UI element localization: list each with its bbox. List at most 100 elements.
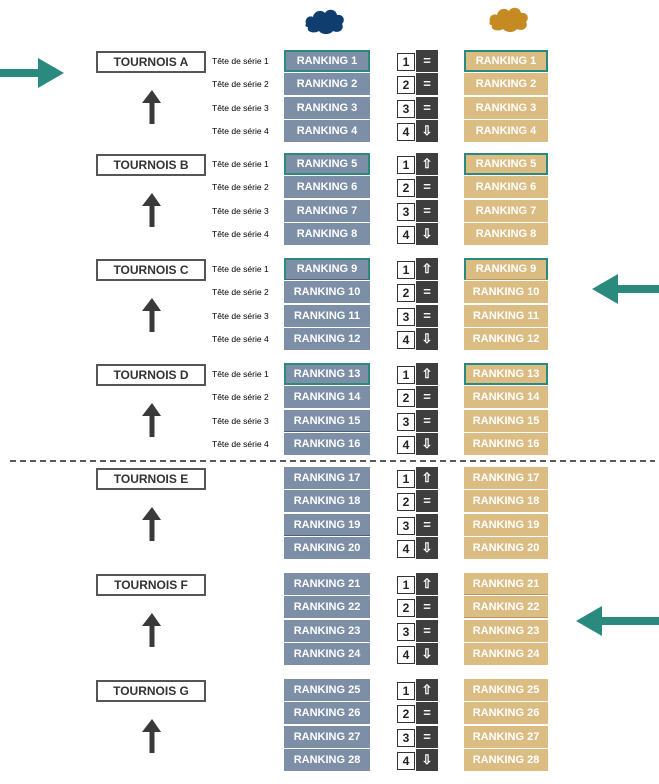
tournament-name-box: TOURNOIS B — [96, 154, 206, 176]
movement-indicator: ⇩ — [416, 536, 438, 559]
blue-ranking-cell: RANKING 7 — [284, 199, 370, 222]
position-number: 4 — [397, 435, 415, 454]
gold-ranking-cell: RANKING 11 — [464, 304, 548, 327]
position-number: 2 — [397, 76, 415, 95]
position-number: 2 — [397, 493, 415, 512]
movement-indicator: = — [416, 50, 438, 72]
movement-indicator: ⇩ — [416, 432, 438, 455]
up-arrow-icon — [142, 403, 161, 437]
seed-label: Tête de série 2 — [212, 392, 269, 403]
movement-indicator: = — [416, 702, 438, 725]
movement-indicator: ⇧ — [416, 258, 438, 280]
seed-label: Tête de série 2 — [212, 182, 269, 193]
blue-ranking-cell: RANKING 26 — [284, 702, 370, 725]
movement-indicator: ⇩ — [416, 222, 438, 245]
gold-ranking-cell: RANKING 14 — [464, 386, 548, 409]
movement-indicator: = — [416, 199, 438, 222]
position-number: 3 — [397, 622, 415, 641]
movement-indicator: = — [416, 596, 438, 619]
gold-ranking-cell: RANKING 12 — [464, 327, 548, 350]
up-arrow-icon — [142, 507, 161, 541]
position-number: 3 — [397, 516, 415, 535]
movement-indicator: = — [416, 281, 438, 304]
up-arrow-icon — [142, 298, 161, 332]
seed-label: Tête de série 2 — [212, 79, 269, 90]
position-number: 3 — [397, 412, 415, 431]
movement-indicator: = — [416, 304, 438, 327]
blue-ranking-cell: RANKING 23 — [284, 619, 370, 642]
up-arrow-icon — [142, 719, 161, 753]
movement-indicator: = — [416, 513, 438, 536]
gold-ranking-cell: RANKING 21 — [464, 573, 548, 595]
position-number: 1 — [397, 682, 415, 700]
blue-team-blob-icon — [305, 9, 344, 34]
tournament-name-box: TOURNOIS F — [96, 574, 206, 596]
tournament-name-box: TOURNOIS D — [96, 364, 206, 386]
blue-ranking-cell: RANKING 8 — [284, 222, 370, 245]
movement-indicator: ⇧ — [416, 679, 438, 701]
position-number: 4 — [397, 539, 415, 558]
position-number: 4 — [397, 330, 415, 349]
position-number: 4 — [397, 645, 415, 664]
position-number: 2 — [397, 179, 415, 198]
position-number: 3 — [397, 99, 415, 118]
position-number: 2 — [397, 705, 415, 724]
gold-ranking-cell: RANKING 5 — [464, 153, 548, 175]
position-number: 1 — [397, 53, 415, 71]
movement-indicator: = — [416, 725, 438, 748]
seed-label: Tête de série 3 — [212, 415, 269, 426]
seed-label: Tête de série 4 — [212, 228, 269, 239]
seed-label: Tête de série 4 — [212, 438, 269, 449]
tournament-name-box: TOURNOIS E — [96, 468, 206, 490]
movement-indicator: = — [416, 409, 438, 432]
gold-ranking-cell: RANKING 7 — [464, 199, 548, 222]
blue-ranking-cell: RANKING 16 — [284, 432, 370, 455]
seed-label: Tête de série 1 — [212, 369, 269, 379]
blue-ranking-cell: RANKING 20 — [284, 536, 370, 559]
tournament-name-box: TOURNOIS C — [96, 259, 206, 281]
gold-ranking-cell: RANKING 26 — [464, 702, 548, 725]
blue-ranking-cell: RANKING 3 — [284, 96, 370, 119]
blue-ranking-cell: RANKING 13 — [284, 363, 370, 385]
movement-indicator: = — [416, 619, 438, 642]
gold-ranking-cell: RANKING 1 — [464, 50, 548, 72]
blue-ranking-cell: RANKING 9 — [284, 258, 370, 280]
movement-indicator: ⇩ — [416, 748, 438, 771]
gold-ranking-cell: RANKING 15 — [464, 409, 548, 432]
gold-ranking-cell: RANKING 27 — [464, 725, 548, 748]
promotion-arrow-right-icon — [0, 58, 64, 88]
up-arrow-icon — [142, 193, 161, 227]
movement-indicator: ⇩ — [416, 642, 438, 665]
gold-ranking-cell: RANKING 18 — [464, 490, 548, 513]
blue-ranking-cell: RANKING 25 — [284, 679, 370, 701]
position-number: 3 — [397, 728, 415, 747]
blue-ranking-cell: RANKING 21 — [284, 573, 370, 595]
gold-ranking-cell: RANKING 23 — [464, 619, 548, 642]
gold-ranking-cell: RANKING 22 — [464, 596, 548, 619]
position-number: 1 — [397, 156, 415, 174]
blue-ranking-cell: RANKING 14 — [284, 386, 370, 409]
movement-indicator: ⇧ — [416, 573, 438, 595]
position-number: 2 — [397, 389, 415, 408]
position-number: 4 — [397, 751, 415, 770]
seed-label: Tête de série 3 — [212, 205, 269, 216]
movement-indicator: = — [416, 490, 438, 513]
blue-ranking-cell: RANKING 27 — [284, 725, 370, 748]
blue-ranking-cell: RANKING 28 — [284, 748, 370, 771]
entry-arrow-left-icon — [576, 606, 659, 636]
blue-ranking-cell: RANKING 15 — [284, 409, 370, 432]
position-number: 1 — [397, 366, 415, 384]
movement-indicator: ⇧ — [416, 363, 438, 385]
movement-indicator: ⇧ — [416, 467, 438, 489]
gold-ranking-cell: RANKING 3 — [464, 96, 548, 119]
position-number: 1 — [397, 470, 415, 488]
gold-ranking-cell: RANKING 17 — [464, 467, 548, 489]
position-number: 4 — [397, 122, 415, 141]
position-number: 1 — [397, 261, 415, 279]
gold-ranking-cell: RANKING 6 — [464, 176, 548, 199]
up-arrow-icon — [142, 613, 161, 647]
movement-indicator: = — [416, 96, 438, 119]
movement-indicator: ⇧ — [416, 153, 438, 175]
gold-ranking-cell: RANKING 10 — [464, 281, 548, 304]
